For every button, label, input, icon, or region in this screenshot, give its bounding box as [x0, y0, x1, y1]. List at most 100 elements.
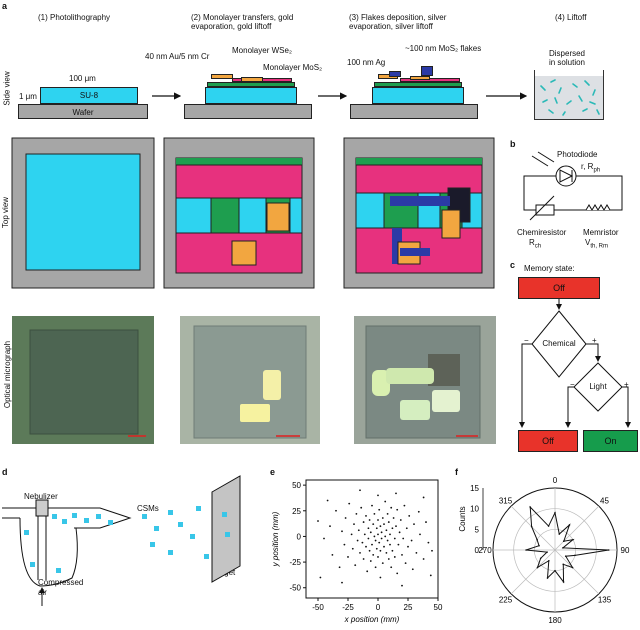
scatter-point [391, 527, 394, 530]
scatter-point [372, 554, 375, 556]
scatter-point [360, 506, 363, 509]
scatter-point [378, 508, 381, 511]
mos2-flake [421, 66, 433, 76]
polar-angle-label: 135 [598, 595, 612, 604]
polar-data-point [529, 506, 531, 508]
scatter-point [398, 531, 401, 534]
scatter-point [371, 543, 373, 546]
scatter-point [407, 545, 409, 548]
scatter-point [368, 549, 371, 552]
gold-contact-2b [241, 77, 263, 82]
step-4-title: (4) Liftoff [555, 13, 587, 22]
scatter-point [373, 512, 376, 515]
nebulizer-label: Nebulizer [24, 492, 58, 501]
polar-data-point [530, 525, 533, 528]
scatter-point [367, 527, 370, 530]
x-tick-label: -50 [312, 603, 324, 612]
scatter-point [380, 537, 383, 540]
scatter-point [425, 521, 427, 523]
memory-state-title: Memory state: [524, 264, 575, 273]
gold-contact-2a [211, 74, 233, 79]
scatter-point [402, 537, 405, 540]
scatter-point [367, 537, 370, 540]
polar-angle-label: 270 [478, 546, 492, 555]
chemical-plus: + [592, 336, 597, 345]
step-3-title: (3) Flakes deposition, silver evaporatio… [349, 13, 447, 31]
scatter-point [422, 496, 425, 499]
scatter-point [395, 525, 397, 528]
scatter-frame [305, 479, 439, 599]
scatter-point [397, 543, 400, 546]
scatter-point [344, 517, 347, 519]
beaker-solution [535, 76, 603, 119]
polar-data-point [607, 549, 610, 551]
scatter-point [396, 508, 399, 511]
flowchart-lines [519, 299, 631, 428]
scatter-point [392, 517, 395, 519]
polar-data-point [538, 544, 540, 547]
polar-spoke [510, 549, 556, 595]
scatter-point [371, 504, 373, 507]
scatter-point [361, 541, 364, 544]
scatter-point [387, 558, 390, 560]
scatter-point [359, 551, 361, 554]
polar-data-point [562, 581, 565, 583]
mos2-label: Monolayer MoS₂ [263, 63, 323, 72]
polar-data-point [548, 559, 550, 562]
scatter-point [350, 533, 353, 536]
scatter-point [431, 549, 433, 552]
beaker [534, 70, 604, 120]
scatter-point [401, 554, 403, 556]
polar-data-point [562, 540, 565, 543]
scatter-point [415, 551, 418, 554]
wse2-label: Monolayer WSe₂ [232, 46, 293, 55]
circuit-diagram [523, 151, 623, 221]
scatter-point [408, 515, 411, 517]
polar-angle-label: 0 [553, 476, 558, 485]
wafer-1 [18, 104, 148, 119]
process-arrows [152, 92, 528, 100]
scatter-point [362, 521, 365, 523]
scatter-point [374, 539, 377, 542]
scatter-point [353, 523, 355, 526]
y-tick-label: -25 [289, 558, 301, 567]
panel-label-e: e [270, 467, 276, 477]
polar-data-point [525, 549, 527, 551]
chemical-minus: − [524, 336, 529, 345]
scatter-point [362, 558, 365, 560]
polar-data-point [562, 563, 565, 566]
scatter-point [374, 566, 377, 569]
scatter-point [356, 539, 359, 542]
scatter-point [383, 523, 385, 526]
panel-label-b: b [510, 139, 516, 149]
dispersed-label-1: Dispersed [548, 49, 586, 58]
scatter-point [368, 519, 371, 521]
polar-radial-label: 0 [475, 546, 480, 555]
polar-data-point [571, 566, 574, 569]
scatter-point [384, 535, 387, 538]
scatter-point [393, 556, 396, 558]
scatter-point [380, 531, 383, 534]
scatter-point [390, 506, 393, 509]
scatter-point [417, 510, 420, 513]
scatter-point [377, 556, 379, 558]
scatter-point [369, 560, 372, 562]
x-axis-label: x position (mm) [344, 615, 400, 624]
scatter-point [389, 543, 391, 546]
scatter-point [365, 545, 367, 548]
step-1-title: (1) Photolithography [38, 13, 111, 22]
light-minus: − [570, 380, 575, 389]
polar-data-point [554, 512, 556, 514]
au-cr-label: 40 nm Au/5 nm Cr [145, 52, 210, 61]
polar-spoke [554, 505, 600, 551]
scatter-point [354, 564, 357, 567]
x-tick-label: -25 [342, 603, 354, 612]
mos2-flakes-label: ~100 nm MoS₂ flakes [405, 44, 482, 53]
polar-data-point [536, 566, 539, 569]
scatter-point [369, 531, 372, 534]
scatter-point [387, 521, 390, 523]
scatter-point [422, 558, 425, 560]
scatter-point [323, 537, 325, 540]
